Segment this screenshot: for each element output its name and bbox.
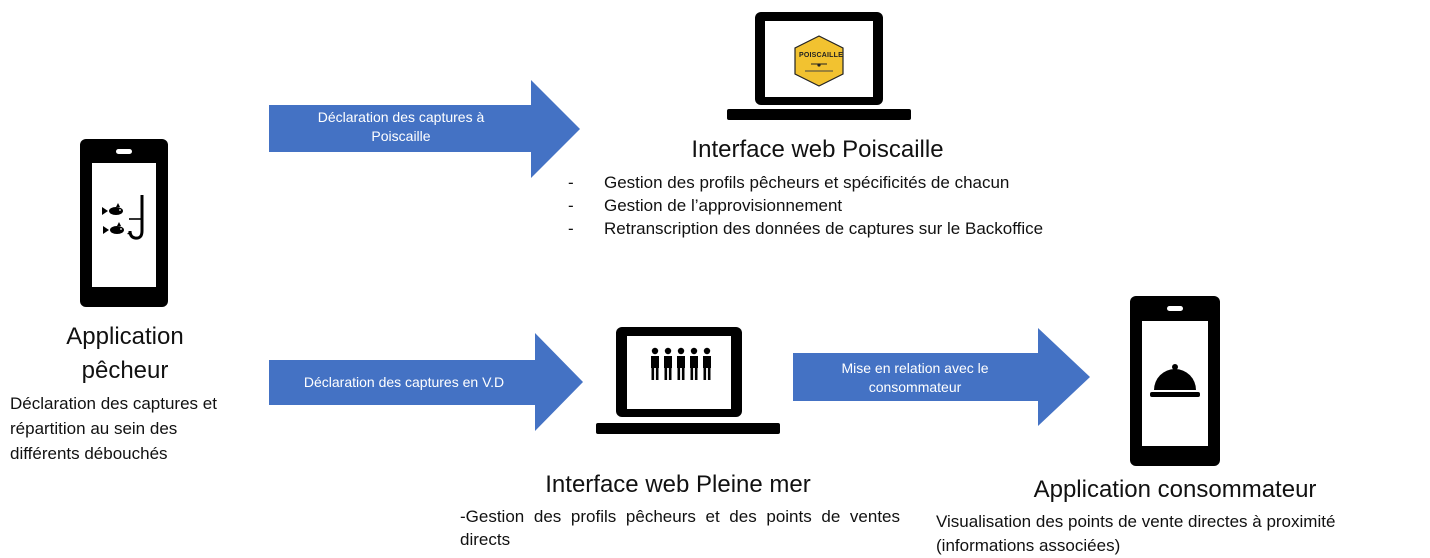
serving-cloche-icon (1150, 364, 1200, 397)
arrow-shape (269, 333, 583, 431)
fisher-app-description: Déclaration des captures et répartition … (10, 394, 217, 463)
arrow-label: Déclaration des captures en V.D (303, 374, 505, 390)
consumer-phone-device (1130, 296, 1220, 466)
arrow-label: Mise en relation avec le consommateur (841, 360, 989, 395)
poiscaille-title: Interface web Poiscaille (691, 136, 944, 163)
pleine-mer-description: -Gestion des profils pêcheurs et des poi… (460, 507, 900, 549)
pleine-mer-title: Interface web Pleine mer (545, 471, 811, 498)
fisher-app-title-line1: Application (66, 323, 184, 350)
consumer-app-description: Visualisation des points de vente direct… (936, 512, 1336, 555)
pleine-mer-laptop-device (596, 327, 780, 437)
poiscaille-logo-text: POISCAILLE (799, 52, 844, 59)
consumer-app-title: Application consommateur (1033, 476, 1317, 503)
arrow-shape (269, 80, 580, 178)
arrow-label: Déclaration des captures à Poiscaille (317, 109, 485, 144)
arrow-declaration-poiscaille: Déclaration des captures à Poiscaille (269, 80, 581, 178)
poiscaille-feature-list: Gestion des profils pêcheurs et spécific… (568, 172, 1088, 241)
poiscaille-logo (794, 35, 844, 87)
fish-hook-icon (102, 195, 144, 240)
arrow-declaration-vd: Déclaration des captures en V.D (269, 333, 584, 431)
arrow-shape (793, 328, 1090, 426)
list-item: Retranscription des données de captures … (568, 218, 1088, 241)
fisher-phone-device (80, 139, 168, 307)
arrow-consumer-connection: Mise en relation avec le consommateur (793, 328, 1091, 426)
poiscaille-laptop-device: POISCAILLE (727, 12, 911, 123)
list-item: Gestion de l’approvisionnement (568, 195, 1088, 218)
group-people-icon (651, 347, 711, 380)
fisher-app-title-line2: pêcheur (81, 357, 169, 384)
fisher-app-title: Application pêcheur (52, 320, 198, 388)
list-item: Gestion des profils pêcheurs et spécific… (568, 172, 1088, 195)
